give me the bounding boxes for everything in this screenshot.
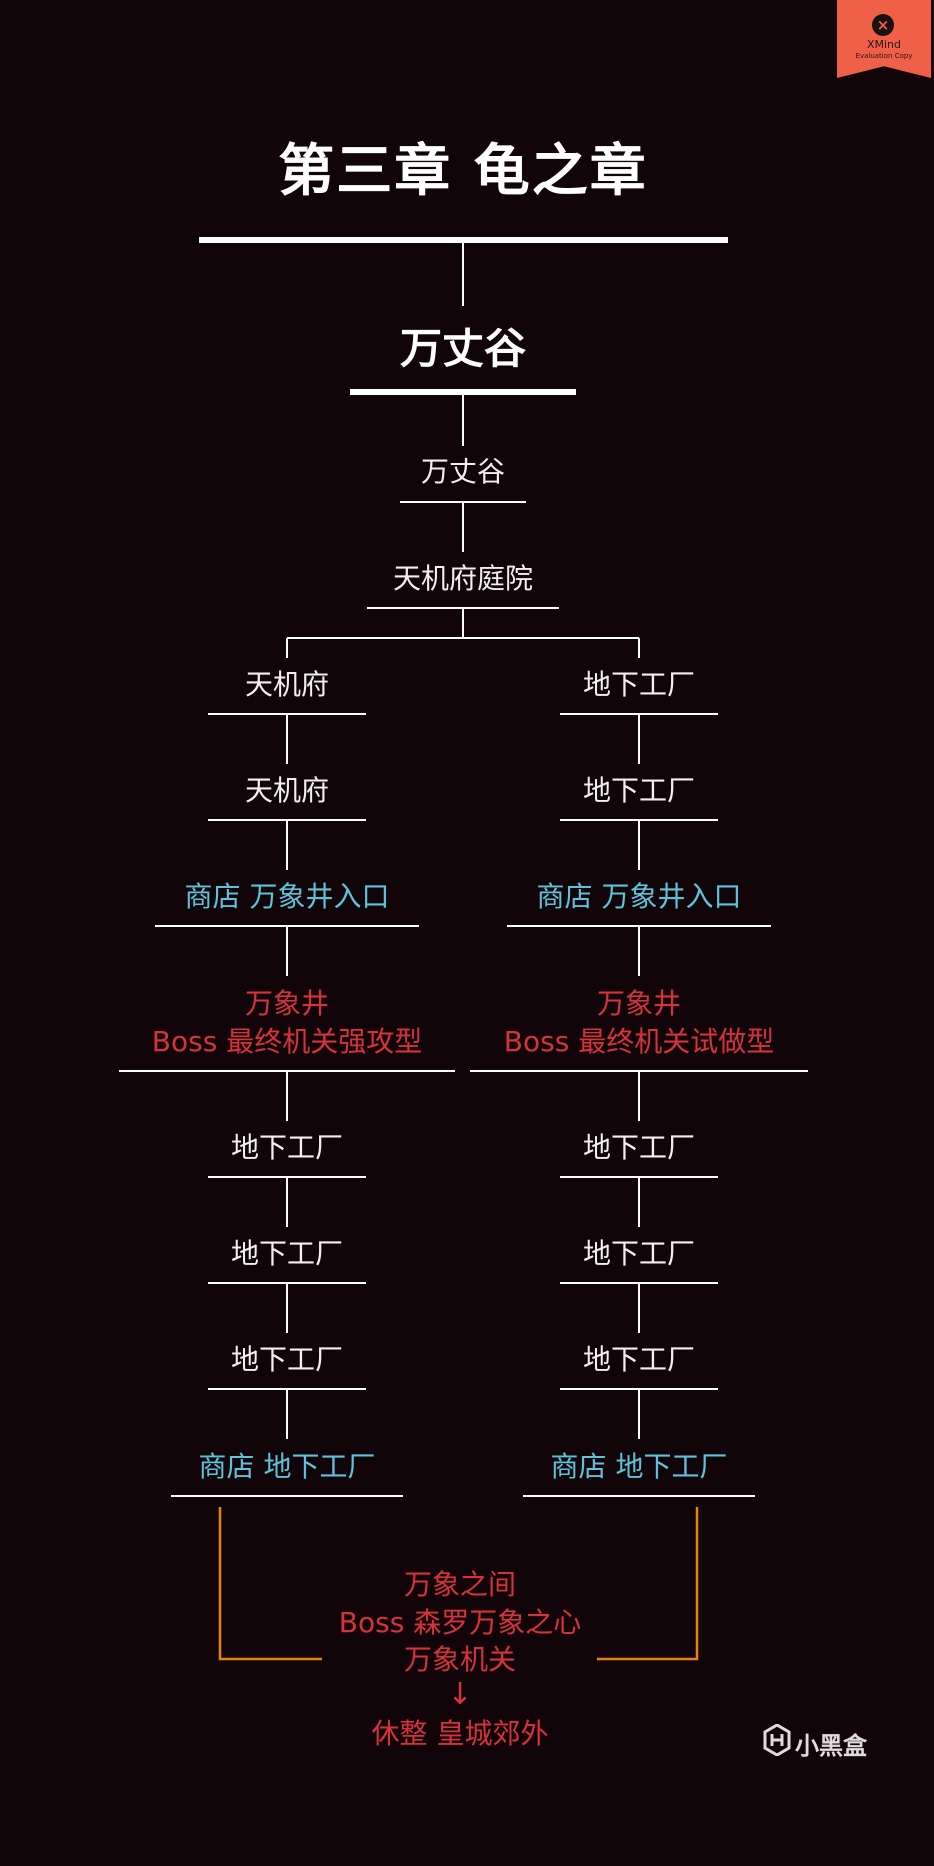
final-rest: 休整 皇城郊外 [371,1717,549,1750]
watermark-text: 小黑盒 [795,1732,867,1760]
left-node-7: 地下工厂 [230,1343,344,1376]
right-node-boss-name: 万象井 [596,987,682,1020]
merge-bracket [218,1507,699,1661]
right-node-shop-1: 商店 万象井入口 [536,880,742,913]
left-node-shop-1: 商店 万象井入口 [184,880,390,913]
badge-note: Evaluation Copy [855,52,913,60]
final-boss-form: 万象机关 [403,1643,517,1676]
node-tianjifu-courtyard: 天机府庭院 [392,562,534,595]
right-node-7: 地下工厂 [582,1343,696,1376]
right-node-2: 地下工厂 [582,774,696,807]
left-node-2: 天机府 [244,774,330,807]
node-wanzhanggu: 万丈谷 [420,455,506,488]
left-node-5: 地下工厂 [230,1131,344,1164]
right-node-5: 地下工厂 [582,1131,696,1164]
down-arrow-icon: ↓ [447,1677,473,1712]
left-node-boss-name: 万象井 [244,987,330,1020]
xmind-badge: × XMind Evaluation Copy [837,0,931,78]
right-node-shop-2: 商店 地下工厂 [550,1450,728,1483]
heybox-logo-icon [763,1724,791,1756]
right-node-1: 地下工厂 [582,668,696,701]
left-node-6: 地下工厂 [230,1237,344,1270]
left-node-shop-2: 商店 地下工厂 [198,1450,376,1483]
final-boss: Boss 森罗万象之心 [338,1606,582,1639]
area-subtitle: 万丈谷 [399,324,527,373]
close-x-icon: × [872,14,894,36]
left-node-boss: Boss 最终机关强攻型 [151,1025,423,1058]
right-node-boss: Boss 最终机关试做型 [503,1025,775,1058]
left-node-1: 天机府 [244,668,330,701]
chapter-title: 第三章 龟之章 [278,139,648,204]
badge-name: XMind [866,38,902,51]
final-area: 万象之间 [403,1568,517,1601]
right-node-6: 地下工厂 [582,1237,696,1270]
